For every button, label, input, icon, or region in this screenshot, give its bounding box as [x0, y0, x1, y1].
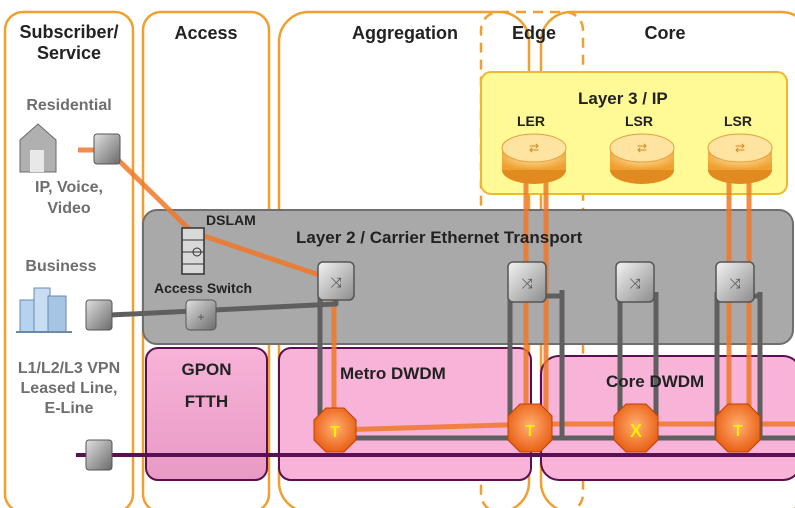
- core-dwdm-label: Core DWDM: [606, 372, 705, 391]
- office-building-icon: [16, 287, 72, 333]
- svg-text:⇄: ⇄: [637, 141, 647, 155]
- column-title-core: Core: [644, 23, 686, 43]
- svg-text:⤨: ⤨: [729, 275, 741, 291]
- switch-aggregation[interactable]: ⤨: [317, 261, 355, 301]
- svg-text:⇄: ⇄: [529, 141, 539, 155]
- column-title-subscriber-2: Service: [36, 43, 102, 63]
- access-switch-label: Access Switch: [154, 280, 253, 296]
- house-icon: [19, 123, 57, 173]
- vpn-cpe-icon: [85, 439, 113, 471]
- svg-text:+: +: [197, 310, 204, 324]
- roadm-core[interactable]: X: [613, 403, 659, 453]
- svg-text:T: T: [525, 423, 535, 440]
- svg-text:T: T: [733, 423, 743, 440]
- service-residential-sub2: Video: [47, 200, 91, 217]
- column-title-aggregation: Aggregation: [352, 23, 458, 43]
- ler-label: LER: [517, 113, 545, 129]
- gpon-band: [145, 347, 268, 481]
- oadm-core[interactable]: T: [715, 403, 761, 453]
- layer3-label: Layer 3 / IP: [578, 89, 668, 108]
- metro-dwdm-label: Metro DWDM: [340, 364, 446, 383]
- access-switch-icon[interactable]: +: [185, 299, 217, 331]
- service-vpn-3: E-Line: [44, 400, 94, 417]
- ftth-label: FTTH: [184, 392, 229, 411]
- service-vpn-2: Leased Line,: [20, 380, 118, 397]
- residential-cpe-icon: [93, 133, 121, 165]
- dslam-label: DSLAM: [206, 212, 256, 228]
- switch-edge[interactable]: ⤨: [507, 261, 547, 303]
- service-vpn-1: L1/L2/L3 VPN: [17, 360, 121, 377]
- dslam-icon[interactable]: [181, 227, 205, 275]
- svg-text:⇄: ⇄: [735, 141, 745, 155]
- business-cpe-icon: [85, 299, 113, 331]
- switch-core-2[interactable]: ⤨: [715, 261, 755, 303]
- router-lsr-2[interactable]: ⇄: [707, 133, 773, 184]
- switch-core-1[interactable]: ⤨: [615, 261, 655, 303]
- router-ler[interactable]: ⇄: [501, 133, 567, 184]
- svg-text:⤨: ⤨: [521, 275, 533, 291]
- layer2-band: [142, 209, 794, 345]
- column-subscriber: [3, 10, 135, 508]
- residential-path: [78, 147, 335, 283]
- svg-text:X: X: [630, 421, 642, 441]
- service-residential-sub1: IP, Voice,: [35, 179, 103, 196]
- service-business: Business: [25, 258, 97, 275]
- lsr-label-2: LSR: [724, 113, 752, 129]
- svg-text:T: T: [330, 424, 340, 441]
- service-residential: Residential: [26, 97, 112, 114]
- column-title-subscriber: Subscriber/ Service: [6, 22, 132, 64]
- gpon-label: GPON: [181, 360, 232, 379]
- router-lsr-1[interactable]: ⇄: [609, 133, 675, 184]
- column-title-edge: Edge: [511, 23, 556, 43]
- oadm-metro[interactable]: T: [313, 407, 357, 453]
- svg-text:⤨: ⤨: [330, 274, 342, 290]
- lsr-label-1: LSR: [625, 113, 653, 129]
- oadm-edge[interactable]: T: [507, 403, 553, 453]
- layer2-label: Layer 2 / Carrier Ethernet Transport: [296, 228, 583, 247]
- svg-text:⤨: ⤨: [629, 275, 641, 291]
- column-title-access: Access: [174, 23, 238, 43]
- column-title-subscriber-1: Subscriber/: [19, 22, 119, 42]
